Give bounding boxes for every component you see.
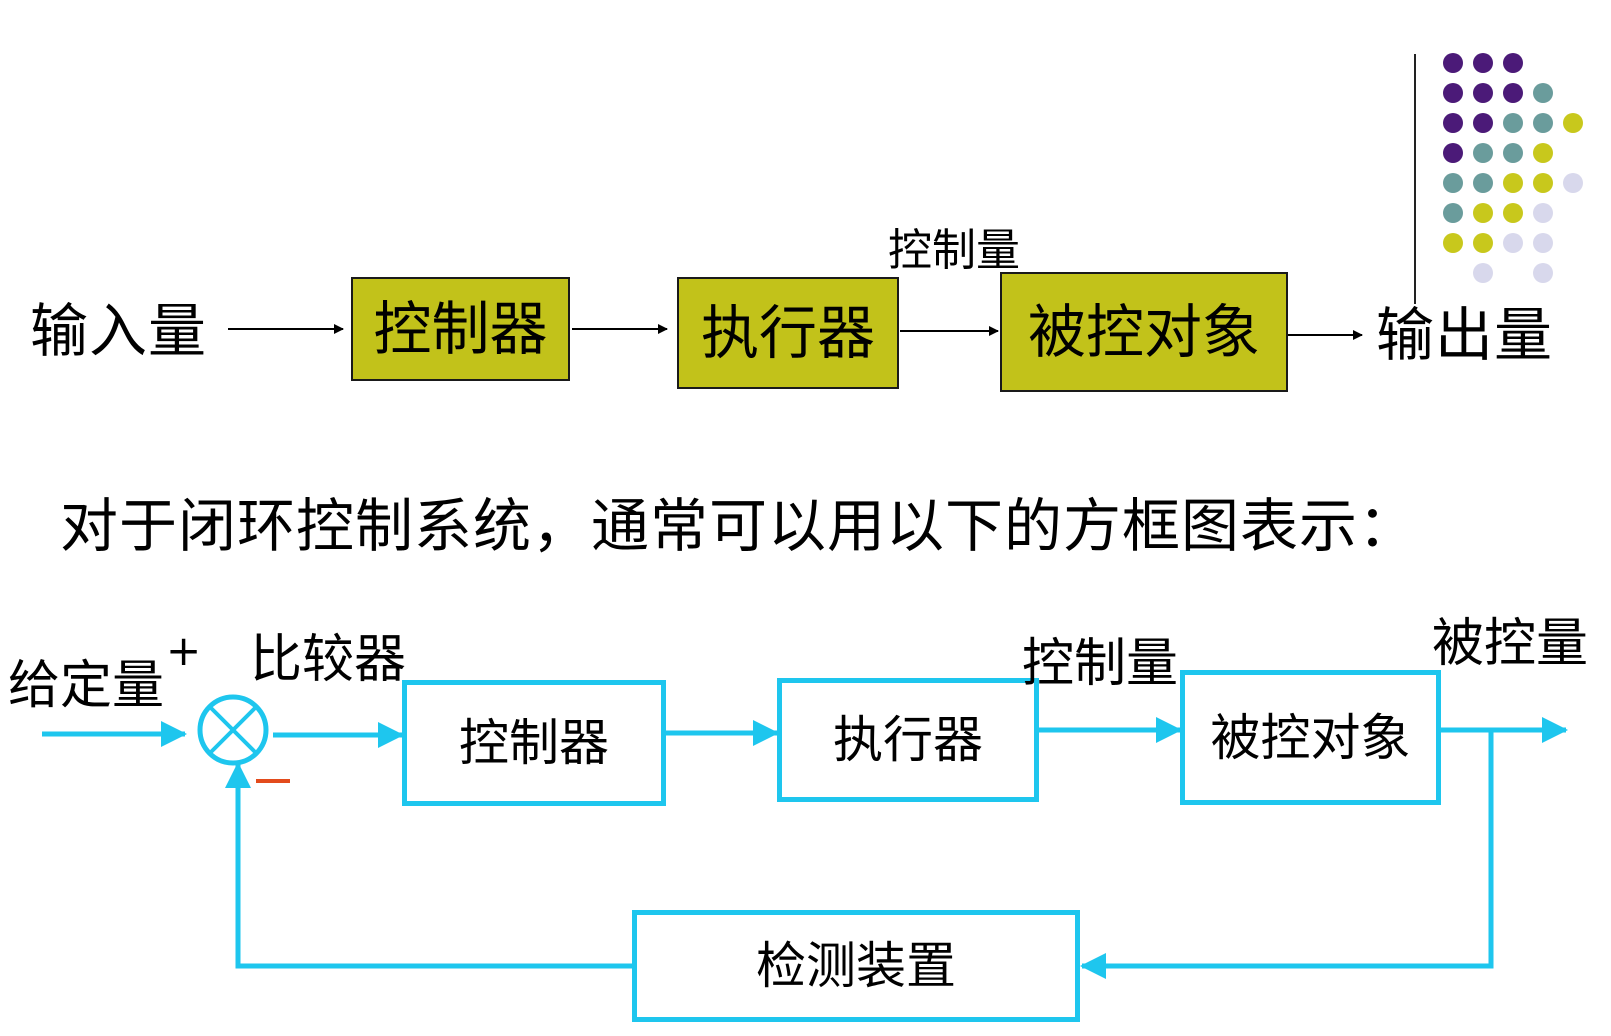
decor-dot [1503,143,1523,163]
closed-loop-controller-label: 控制器 [459,714,609,772]
setpoint-label: 给定量 [8,656,165,716]
decor-dot [1563,113,1583,133]
decor-dot [1533,113,1553,133]
feedback-sensor-label: 检测装置 [756,937,956,995]
decor-dot [1473,173,1493,193]
decor-dot [1533,173,1553,193]
decor-dot [1473,263,1493,283]
open-loop-input-label: 输入量 [30,297,208,365]
decor-dot [1533,143,1553,163]
decor-dot [1443,83,1463,103]
comparator-junction [197,694,269,766]
closed-loop-actuator-block: 执行器 [777,678,1039,802]
decor-dot [1503,83,1523,103]
decor-dot [1443,113,1463,133]
open-loop-control-qty-label: 控制量 [888,225,1020,276]
decor-dot [1503,233,1523,253]
decor-dot [1473,83,1493,103]
feedback-line-right [1080,730,1494,979]
closed-loop-controller-block: 控制器 [402,680,666,806]
open-loop-actuator-block: 执行器 [677,277,899,389]
decor-dot [1443,143,1463,163]
comparator-label: 比较器 [250,630,407,690]
open-loop-plant-label: 被控对象 [1027,298,1260,366]
decor-dot [1503,113,1523,133]
decor-dot [1533,263,1553,283]
decor-dot [1503,203,1523,223]
closed-loop-control-qty-label: 控制量 [1022,634,1179,694]
closed-loop-plant-label: 被控对象 [1210,708,1411,767]
decor-dot [1473,143,1493,163]
decor-dot [1503,173,1523,193]
closed-loop-plant-block: 被控对象 [1180,670,1441,805]
feedback-sensor-block: 检测装置 [632,910,1080,1022]
decor-dot [1443,173,1463,193]
decor-dot [1443,203,1463,223]
decor-dot [1443,53,1463,73]
decor-dot [1563,173,1583,193]
decor-dot [1473,233,1493,253]
decorative-vertical-rule [1414,54,1416,304]
decor-dot [1503,53,1523,73]
open-loop-output-label: 输出量 [1376,301,1554,369]
open-loop-controller-label: 控制器 [373,295,548,363]
plus-sign: + [166,626,202,675]
decor-dot [1533,203,1553,223]
controlled-qty-label: 被控量 [1432,614,1589,674]
decor-dot [1533,233,1553,253]
feedback-line-left [225,762,634,969]
decor-dot [1533,83,1553,103]
decor-dot [1473,53,1493,73]
caption-text: 对于闭环控制系统，通常可以用以下的方框图表示： [60,492,1418,560]
decor-dot [1443,233,1463,253]
closed-loop-actuator-label: 执行器 [833,711,983,769]
decor-dot [1473,203,1493,223]
decor-dot [1473,113,1493,133]
open-loop-actuator-label: 执行器 [700,299,875,367]
open-loop-plant-block: 被控对象 [1000,272,1288,392]
open-loop-controller-block: 控制器 [351,277,570,381]
